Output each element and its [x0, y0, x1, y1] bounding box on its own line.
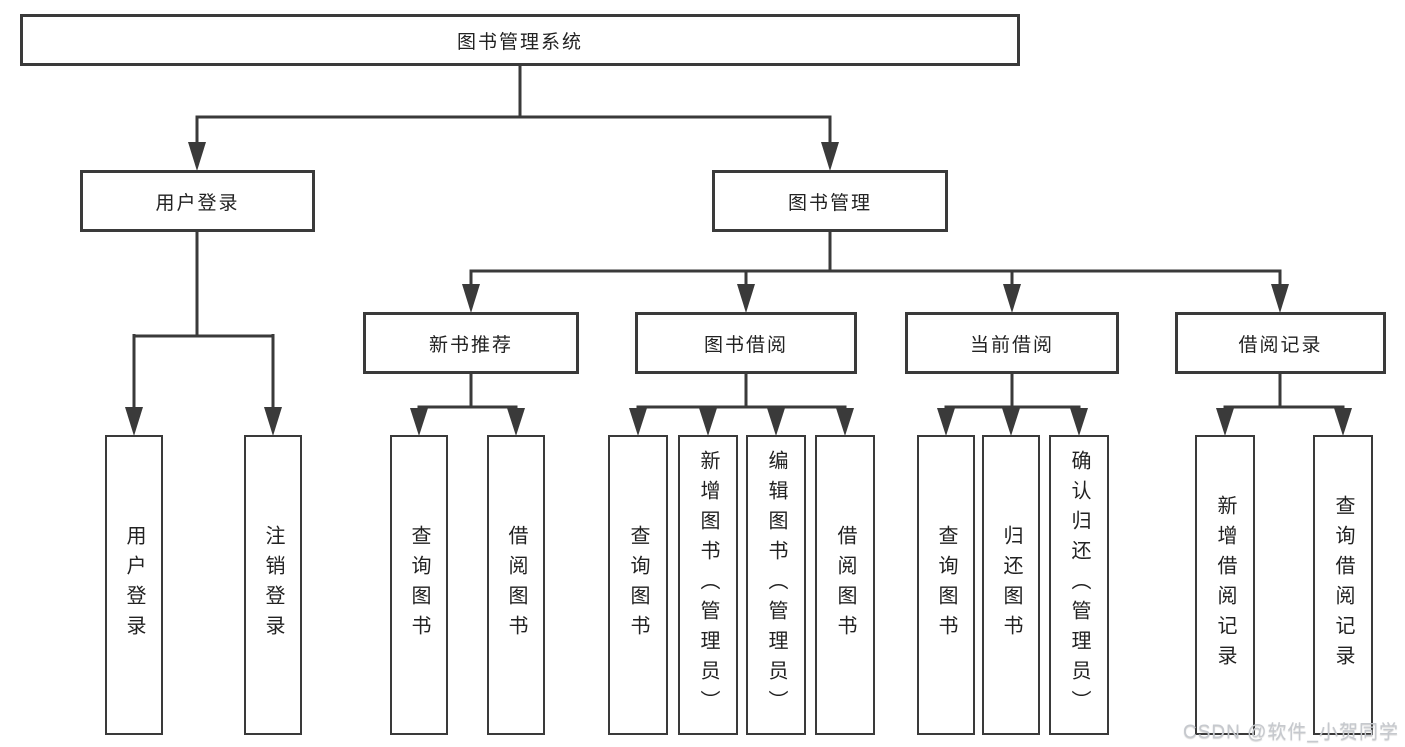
leaf-query-borrow-record: 查询借阅记录	[1313, 435, 1373, 735]
leaf-query-books-current: 查询图书	[917, 435, 975, 735]
node-root: 图书管理系统	[20, 14, 1020, 66]
node-current-borrowing: 当前借阅	[905, 312, 1119, 374]
leaf-query-books-current-label: 查询图书	[935, 525, 957, 645]
leaf-query-borrow-record-label: 查询借阅记录	[1332, 495, 1354, 675]
leaf-query-books-borrowing-label: 查询图书	[627, 525, 649, 645]
leaf-user-login: 用户登录	[105, 435, 163, 735]
leaf-query-books-recommend-label: 查询图书	[408, 525, 430, 645]
edge-current-borrowing-to-children	[944, 374, 1081, 411]
leaf-confirm-return-admin-label: 确认归还（管理员）	[1068, 450, 1090, 720]
node-new-book-recommend: 新书推荐	[363, 312, 579, 374]
leaf-borrow-books-borrowing-label: 借阅图书	[834, 525, 856, 645]
node-book-management-group: 图书管理	[712, 170, 948, 232]
csdn-watermark: CSDN @软件_小贺同学	[1183, 722, 1399, 743]
node-user-login-group: 用户登录	[80, 170, 315, 232]
leaf-borrow-books-recommend: 借阅图书	[487, 435, 545, 735]
edge-root-to-level2	[195, 66, 832, 145]
leaf-logout: 注销登录	[244, 435, 302, 735]
leaf-edit-book-admin: 编辑图书（管理员）	[746, 435, 806, 735]
arrowheads	[125, 142, 1352, 436]
leaf-user-login-label: 用户登录	[123, 525, 145, 645]
edge-borrowing-records-to-children	[1223, 374, 1345, 411]
edge-user-login-to-children	[132, 232, 275, 410]
leaf-logout-label: 注销登录	[262, 525, 284, 645]
leaf-return-books: 归还图书	[982, 435, 1040, 735]
node-book-borrowing: 图书借阅	[635, 312, 857, 374]
leaf-query-books-recommend: 查询图书	[390, 435, 448, 735]
leaf-add-borrow-record-label: 新增借阅记录	[1214, 495, 1236, 675]
leaf-add-book-admin-label: 新增图书（管理员）	[697, 450, 719, 720]
leaf-add-borrow-record: 新增借阅记录	[1195, 435, 1255, 735]
leaf-add-book-admin: 新增图书（管理员）	[678, 435, 738, 735]
edge-book-management-to-level3	[469, 232, 1282, 287]
leaf-borrow-books-recommend-label: 借阅图书	[505, 525, 527, 645]
leaf-return-books-label: 归还图书	[1000, 525, 1022, 645]
leaf-confirm-return-admin: 确认归还（管理员）	[1049, 435, 1109, 735]
leaf-borrow-books-borrowing: 借阅图书	[815, 435, 875, 735]
node-borrowing-records: 借阅记录	[1175, 312, 1386, 374]
edge-book-borrowing-to-children	[636, 374, 847, 411]
leaf-query-books-borrowing: 查询图书	[608, 435, 668, 735]
leaf-edit-book-admin-label: 编辑图书（管理员）	[765, 450, 787, 720]
edge-new-book-to-children	[417, 374, 518, 411]
